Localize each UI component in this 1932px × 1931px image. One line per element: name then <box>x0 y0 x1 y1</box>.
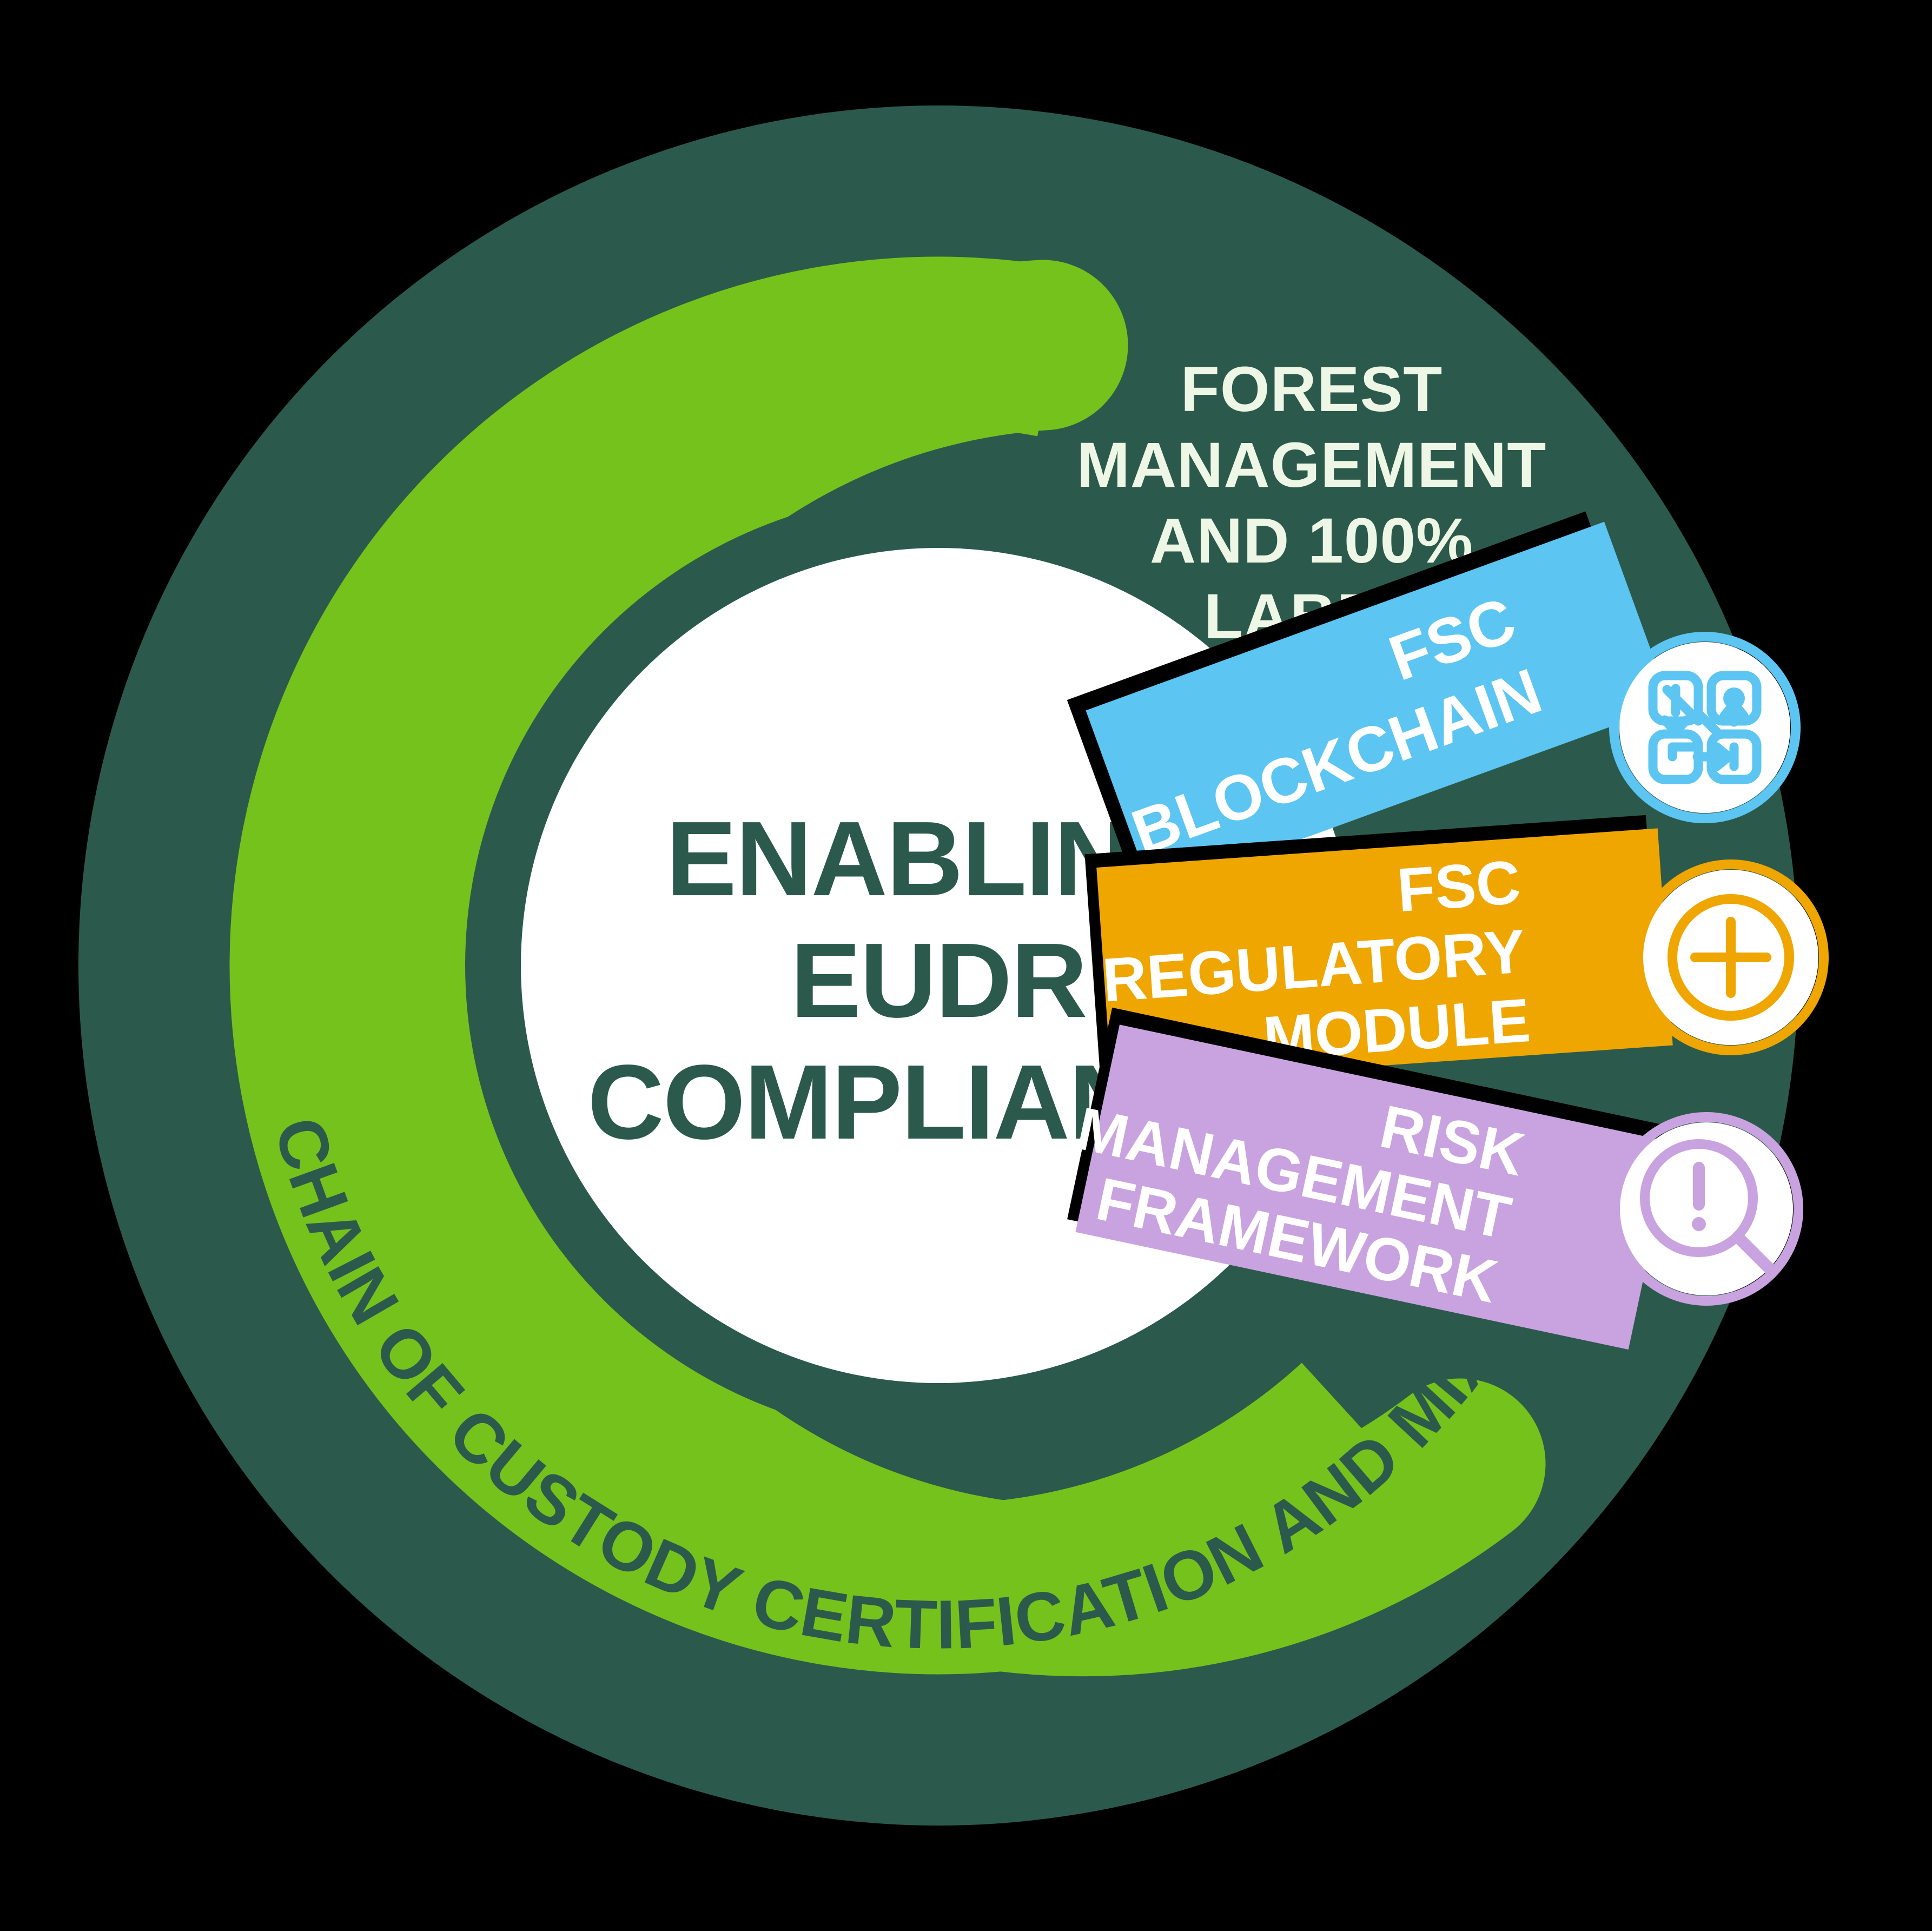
tab-purple-badge[interactable] <box>1610 1112 1803 1306</box>
outer-ring-label-line-3: AND 100% <box>1150 505 1473 577</box>
plus-circle-icon <box>1668 894 1794 1021</box>
outer-ring-label: FOREST MANAGEMENT AND 100% LABEL <box>1077 354 1547 652</box>
outer-ring-label-line-2: MANAGEMENT <box>1077 429 1547 501</box>
inner-ring-arc <box>374 260 1546 1677</box>
badge-outline-orange <box>1633 859 1829 1055</box>
blockchain-network-icon <box>1648 671 1762 784</box>
tab-body-blue <box>1086 521 1671 894</box>
magnifier-alert-icon <box>1640 1139 1776 1275</box>
tab-orange-badge[interactable] <box>1633 859 1829 1055</box>
tab-risk-management-framework[interactable]: RISK MANAGEMENT FRAMEWORK <box>1057 1006 1676 1350</box>
tab-body-purple <box>1075 1024 1673 1350</box>
tab-orange-labels: FSC REGULATORY MODULE <box>1100 848 1532 1074</box>
tab-body-orange <box>1096 828 1673 1084</box>
badge-fill-blue <box>1619 642 1790 813</box>
outer-ring-label-line-1: FOREST <box>1181 354 1443 425</box>
center-line-2: EUDR <box>790 921 1086 1040</box>
badge-outline-blue <box>1609 632 1801 823</box>
tab-fsc-regulatory-module[interactable]: FSC REGULATORY MODULE <box>1084 814 1673 1085</box>
tab-blue-badge[interactable] <box>1609 632 1801 823</box>
tab-orange-line-1: FSC <box>1395 848 1523 925</box>
badge-outline-purple <box>1610 1112 1803 1306</box>
